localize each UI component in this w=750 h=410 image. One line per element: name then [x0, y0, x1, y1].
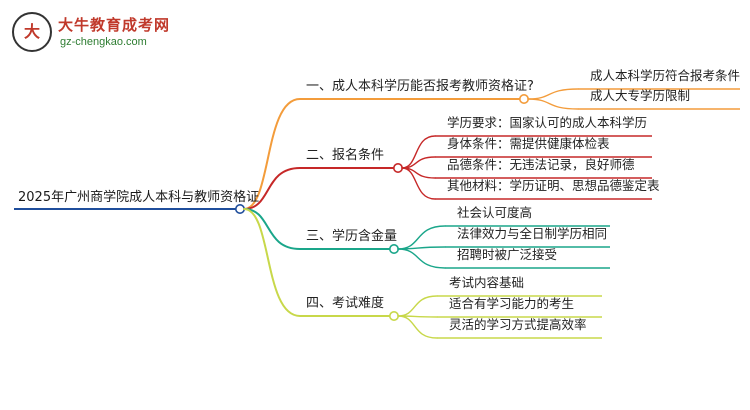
branch-node-requirements: 二、报名条件	[306, 148, 385, 163]
leaf-connector	[397, 248, 446, 269]
branch-connector-dot-icon	[518, 94, 529, 105]
root-connector-dot-icon	[235, 204, 246, 215]
branch-connector	[243, 208, 301, 250]
leaf-connector	[397, 225, 446, 250]
site-logo[interactable]: 大 大牛教育成考网 gz-chengkao.com	[12, 10, 192, 56]
branch-connector	[243, 167, 301, 210]
leaf-node: 成人大专学历限制	[590, 88, 691, 103]
leaf-connector	[527, 88, 579, 100]
leaf-node: 考试内容基础	[449, 275, 525, 290]
branch-connector	[243, 208, 301, 317]
leaf-connector	[401, 135, 436, 169]
leaf-connector	[397, 315, 438, 339]
branch-node-difficulty: 四、考试难度	[306, 296, 385, 311]
leaf-node: 其他材料：学历证明、思想品德鉴定表	[447, 178, 660, 193]
leaf-connector	[401, 167, 436, 200]
leaf-node: 身体条件：需提供健康体检表	[447, 136, 610, 151]
leaf-node: 灵活的学习方式提高效率	[449, 317, 587, 332]
logo-url: gz-chengkao.com	[60, 36, 147, 48]
leaf-node: 适合有学习能力的考生	[449, 296, 575, 311]
branch-connector-dot-icon	[388, 310, 399, 321]
leaf-connector	[527, 98, 579, 110]
leaf-node: 成人本科学历符合报考条件	[590, 68, 741, 83]
logo-title: 大牛教育成考网	[58, 16, 171, 34]
branch-connector	[243, 98, 301, 210]
leaf-node: 社会认可度高	[457, 205, 533, 220]
leaf-node: 法律效力与全日制学历相同	[457, 226, 608, 241]
leaf-node: 学历要求：国家认可的成人本科学历	[447, 115, 648, 130]
root-node-label: 2025年广州商学院成人本科与教师资格证	[18, 190, 260, 205]
branch-connector-dot-icon	[388, 244, 399, 255]
logo-mark-icon: 大	[12, 12, 52, 52]
branch-node-value: 三、学历含金量	[306, 229, 398, 244]
branch-connector-dot-icon	[392, 163, 403, 174]
leaf-node: 品德条件：无违法记录，良好师德	[447, 157, 635, 172]
branch-node-eligibility: 一、成人本科学历能否报考教师资格证?	[306, 79, 534, 94]
leaf-node: 招聘时被广泛接受	[457, 247, 558, 262]
leaf-connector	[397, 295, 438, 317]
